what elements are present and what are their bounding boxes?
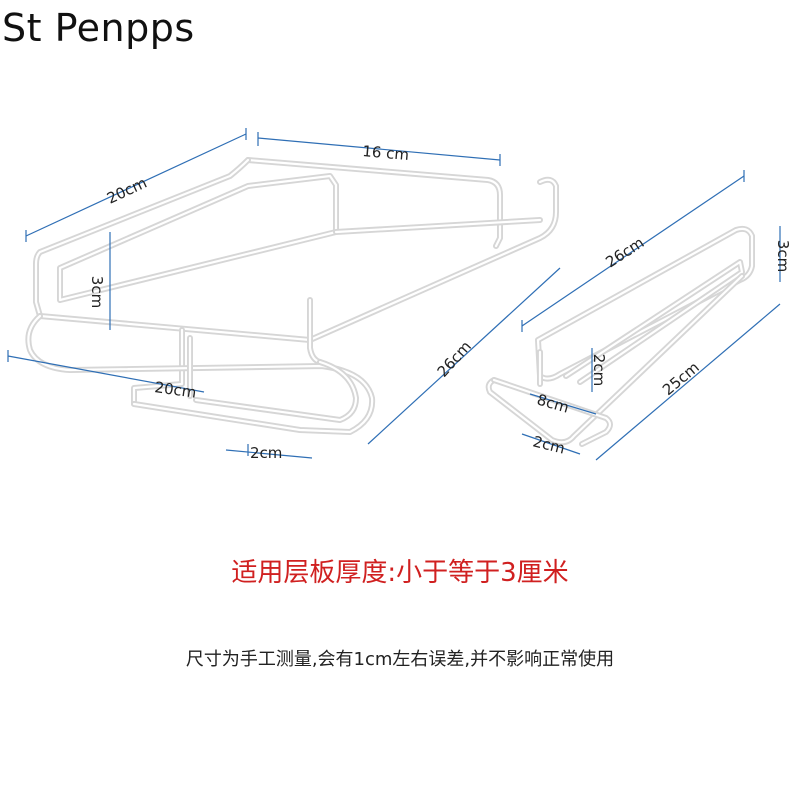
dim-left-gap: 2cm bbox=[250, 444, 282, 462]
dim-right-bottom-length: 25cm bbox=[659, 358, 703, 399]
dim-left-top-width: 16 cm bbox=[362, 142, 410, 164]
left-dimension-lines bbox=[7, 128, 561, 459]
dim-left-depth-top: 20cm bbox=[104, 174, 150, 208]
shelf-thickness-caption: 适用层板厚度:小于等于3厘米 bbox=[231, 558, 569, 588]
dim-right-inner-height: 2cm bbox=[590, 354, 608, 386]
dim-right-top-length: 26cm bbox=[602, 233, 647, 271]
right-dimension-lines bbox=[521, 170, 781, 461]
left-rack-drawing bbox=[25, 157, 559, 435]
brand-logo-text: St Penpps bbox=[2, 6, 195, 50]
dim-left-length: 26cm bbox=[434, 337, 475, 380]
dim-right-height: 3cm bbox=[774, 240, 792, 272]
dim-right-width: 8cm bbox=[535, 391, 571, 417]
measurement-note: 尺寸为手工测量,会有1cm左右误差,并不影响正常使用 bbox=[185, 649, 615, 670]
dim-left-height: 3cm bbox=[88, 276, 106, 308]
dim-right-gap: 2cm bbox=[531, 432, 567, 457]
right-rack-drawing bbox=[485, 225, 755, 447]
dim-left-bottom-depth: 20cm bbox=[153, 378, 197, 402]
